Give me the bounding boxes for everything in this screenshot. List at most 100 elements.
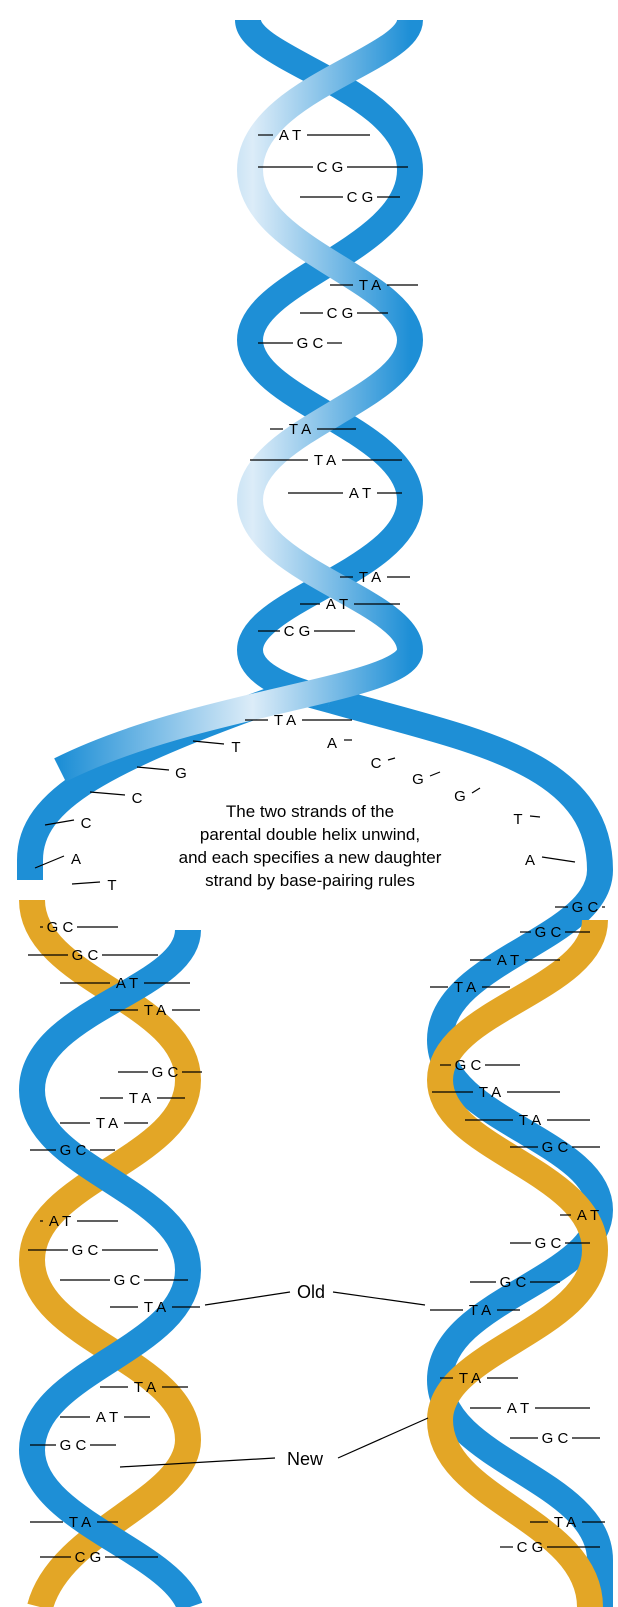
parental-base-pair: A T [288,485,402,502]
base-pair-label: T A [96,1115,118,1132]
left-daughter-base-pair: G C [30,1437,116,1454]
right-daughter-base-pair: G C [510,1139,600,1156]
right-daughter-base-pair: G C [555,899,605,916]
left-daughter-base-pair: T A [110,1002,200,1019]
right-daughter-base-pair: C G [500,1539,600,1556]
base-pair-label: A T [577,1207,599,1224]
left-daughter-base-pair: G C [118,1064,202,1081]
right-daughter-base-pair: A T [470,1400,590,1417]
parental-base-pair: T A [340,569,410,586]
parental-base-pair: C G [300,189,400,206]
right-unwound-base: A [525,852,535,869]
left-unwound-base-tick [34,855,65,869]
base-pair-label: G C [500,1274,527,1291]
left-unwound-base: C [132,790,143,807]
parental-strand-back [235,17,424,713]
base-pair-label: G C [60,1437,87,1454]
base-pair-label: C G [284,623,311,640]
parental-base-pair: A T [258,127,370,144]
base-pair-label: T A [134,1379,156,1396]
right-daughter-base-pair: T A [465,1112,590,1129]
parental-base-pair: A T [300,596,400,613]
parental-strand-front [54,17,424,782]
base-pair-label: T A [454,979,476,996]
caption: The two strands of the parental double h… [179,802,442,890]
right-daughter-base-pair: T A [430,979,510,996]
base-pair-label: T A [359,569,381,586]
base-pair-label: G C [60,1142,87,1159]
left-daughter-base-pair: G C [40,919,118,936]
left-daughter-base-pair: G C [60,1272,188,1289]
left-daughter-base-pair: T A [100,1090,185,1107]
base-pair-label: T A [519,1112,541,1129]
right-daughter-base-pair: T A [432,1084,560,1101]
left-daughter-base-pair: T A [60,1115,148,1132]
right-daughter-base-pair: G C [520,924,590,941]
base-pair-label: T A [459,1370,481,1387]
base-pair-label: A T [279,127,301,144]
base-pair-label: A T [497,952,519,969]
left-unwound-base: G [175,765,187,782]
base-pair-label: G C [572,899,599,916]
base-pair-label: G C [72,947,99,964]
right-daughter-base-pair: T A [440,1370,518,1387]
parental-base-pair: T A [245,712,352,729]
base-pair-label: T A [554,1514,576,1531]
right-new-strand [426,918,609,1607]
base-pair-label: G C [47,919,74,936]
right-daughter-base-pair: G C [470,1274,560,1291]
base-pair-label: C G [75,1549,102,1566]
left-daughter-base-pair: G C [28,947,158,964]
old-label: Old [297,1282,325,1302]
base-pair-label: T A [144,1002,166,1019]
base-pair-label: T A [289,421,311,438]
caption-line-1: The two strands of the [226,802,394,821]
base-pair-label: G C [542,1430,569,1447]
strand-labels: Old New [119,1282,429,1469]
old-leader-left [204,1291,291,1306]
right-unwound-base-tick [429,771,441,777]
left-unwound-base-tick [192,740,225,745]
base-pair-label: G C [152,1064,179,1081]
base-pair-label: T A [469,1302,491,1319]
left-daughter-base-pair: A T [40,1213,118,1230]
left-daughter-base-pair: A T [60,975,190,992]
left-daughter-base-pair: T A [100,1379,188,1396]
base-pair-label: G C [535,924,562,941]
base-pair-label: T A [359,277,381,294]
base-pair-label: G C [297,335,324,352]
left-daughter-base-pair: T A [30,1514,118,1531]
parental-base-pair: G C [258,335,342,352]
right-unwound-base: A [327,735,337,752]
parental-base-pair: C G [258,623,355,640]
new-leader-right [337,1417,429,1459]
base-pair-label: G C [542,1139,569,1156]
base-pair-label: T A [69,1514,91,1531]
left-unwound-base-tick [136,766,170,771]
left-daughter-base-pair: G C [30,1142,115,1159]
right-daughter-base-pair: T A [530,1514,605,1531]
left-daughter-base-pair: C G [40,1549,158,1566]
base-pair-label: C G [517,1539,544,1556]
base-pair-label: A T [349,485,371,502]
right-daughter-base-pair: A T [560,1207,599,1224]
base-pair-label: A T [326,596,348,613]
right-unwound-base-tick [387,757,396,761]
left-daughter-base-pair: T A [110,1299,200,1316]
base-pair-label: G C [455,1057,482,1074]
base-pair-label: C G [317,159,344,176]
base-pair-label: G C [72,1242,99,1259]
left-daughter-base-pairs: G C G C A T T A G C T A T A G C A T G C G C T A T A A… [28,919,202,1566]
right-unwound-base-tick [541,856,576,863]
right-daughter-base-pairs: G CG CA TT AG CT AT AG CA TG CG CT AT AA… [430,899,605,1556]
base-pair-label: A T [96,1409,118,1426]
base-pair-label: G C [535,1235,562,1252]
left-unwound-base: A [71,851,81,868]
base-pair-label: A T [116,975,138,992]
right-daughter-base-pair: A T [470,952,560,969]
base-pair-label: T A [314,452,336,469]
base-pair-label: C G [327,305,354,322]
caption-line-2: parental double helix unwind, [200,825,420,844]
